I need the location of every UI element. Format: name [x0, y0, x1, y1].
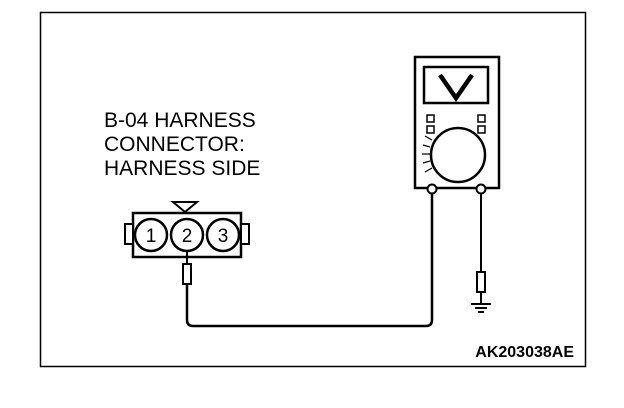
meter-button-right-1 — [477, 114, 486, 123]
ground-symbol-icon — [471, 303, 491, 313]
connector-latch-right — [240, 223, 250, 245]
pin-cavity-1 — [133, 217, 169, 253]
ground-probe — [476, 271, 486, 293]
figure-code: AK203038AE — [475, 344, 574, 361]
connector-label-line3: HARNESS SIDE — [104, 157, 260, 180]
pin-cavity-3 — [205, 217, 241, 253]
multimeter — [413, 55, 501, 195]
harness-connector: 1 2 3 — [124, 201, 250, 259]
ground-lead — [471, 193, 491, 313]
pin-label-1: 1 — [146, 226, 157, 247]
pin-label-3: 3 — [218, 226, 229, 247]
meter-button-left-1 — [426, 114, 435, 123]
figure-frame — [39, 11, 587, 368]
meter-terminal-positive — [426, 183, 438, 195]
connector-label-line1: B-04 HARNESS — [104, 109, 256, 132]
pin-label-2: 2 — [182, 226, 193, 247]
probe-tip — [182, 263, 192, 285]
meter-terminal-negative — [475, 183, 487, 195]
pin-pointer-triangle — [170, 201, 200, 214]
test-lead-wire — [185, 191, 434, 328]
meter-button-right-2 — [477, 125, 486, 134]
connector-label-line2: CONNECTOR: — [104, 133, 245, 156]
connector-latch-left — [124, 223, 134, 245]
meter-button-left-2 — [426, 125, 435, 134]
voltage-symbol-icon — [438, 73, 474, 102]
range-dial-ticks — [422, 135, 433, 173]
multimeter-display — [422, 65, 490, 105]
range-dial — [429, 126, 487, 184]
